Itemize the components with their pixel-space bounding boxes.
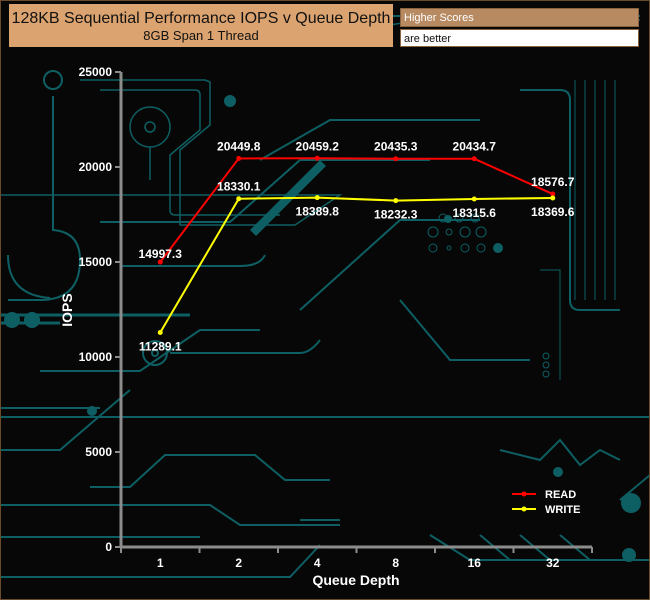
data-point-write (314, 195, 320, 201)
higher-scores-badge: Higher Scores (400, 8, 639, 27)
data-point-read (471, 156, 477, 162)
series-line-write (159, 196, 553, 334)
data-label-write: 11289.1 (139, 340, 182, 354)
y-tick-label: 25000 (79, 65, 113, 79)
x-tick-label: 16 (468, 556, 482, 570)
data-point-read (157, 259, 163, 265)
data-point-write (550, 195, 556, 201)
legend-label-read: READ (545, 489, 576, 501)
are-better-badge: are better (400, 29, 639, 47)
data-label-write: 18369.6 (531, 205, 575, 219)
data-label-read: 20459.2 (296, 139, 340, 153)
legend-marker-write (521, 506, 527, 512)
data-label-read: 20449.8 (217, 139, 261, 153)
data-label-write: 18315.6 (453, 206, 497, 220)
data-label-read: 14997.3 (139, 247, 183, 261)
data-point-write (236, 196, 242, 202)
chart-title: 128KB Sequential Performance IOPS v Queu… (11, 10, 391, 27)
data-point-write (471, 196, 477, 202)
x-tick-label: 4 (314, 556, 321, 570)
y-tick-label: 10000 (79, 350, 113, 364)
chart-subtitle: 8GB Span 1 Thread (143, 28, 259, 43)
data-labels-layer: 14997.3 20449.8 20459.2 20435.3 20434.7 18576… (139, 139, 575, 353)
y-tick-label: 0 (105, 540, 112, 554)
data-point-write (393, 198, 399, 204)
data-label-write: 18389.8 (296, 205, 340, 219)
x-tick-label: 8 (392, 556, 399, 570)
x-tick-label: 32 (546, 556, 560, 570)
x-tick-label: 1 (157, 556, 164, 570)
data-label-read: 18576.7 (531, 175, 575, 189)
y-tick-label: 15000 (79, 255, 113, 269)
y-axis-title: IOPS (59, 293, 75, 326)
data-point-read (236, 155, 242, 161)
x-axis-title: Queue Depth (312, 572, 399, 588)
data-point-read (393, 156, 399, 162)
data-label-write: 18330.1 (217, 180, 261, 194)
legend-label-write: WRITE (545, 504, 580, 516)
y-tick-label: 20000 (79, 160, 113, 174)
data-label-read: 20434.7 (453, 140, 497, 154)
legend-marker-read (521, 491, 527, 497)
series-layer (157, 155, 556, 336)
x-tick-label: 2 (235, 556, 242, 570)
data-point-write (157, 330, 163, 336)
data-label-read: 20435.3 (374, 140, 418, 154)
axes: 0 5000 10000 15000 20000 25000 1 2 4 8 16 32 (79, 65, 593, 570)
legend: READ WRITE (512, 489, 580, 516)
data-point-read (550, 191, 556, 197)
data-point-read (314, 155, 320, 161)
title-box: 128KB Sequential Performance IOPS v Queu… (9, 4, 393, 47)
data-label-write: 18232.3 (374, 208, 418, 222)
series-line-read (159, 157, 554, 263)
y-tick-label: 5000 (85, 445, 112, 459)
